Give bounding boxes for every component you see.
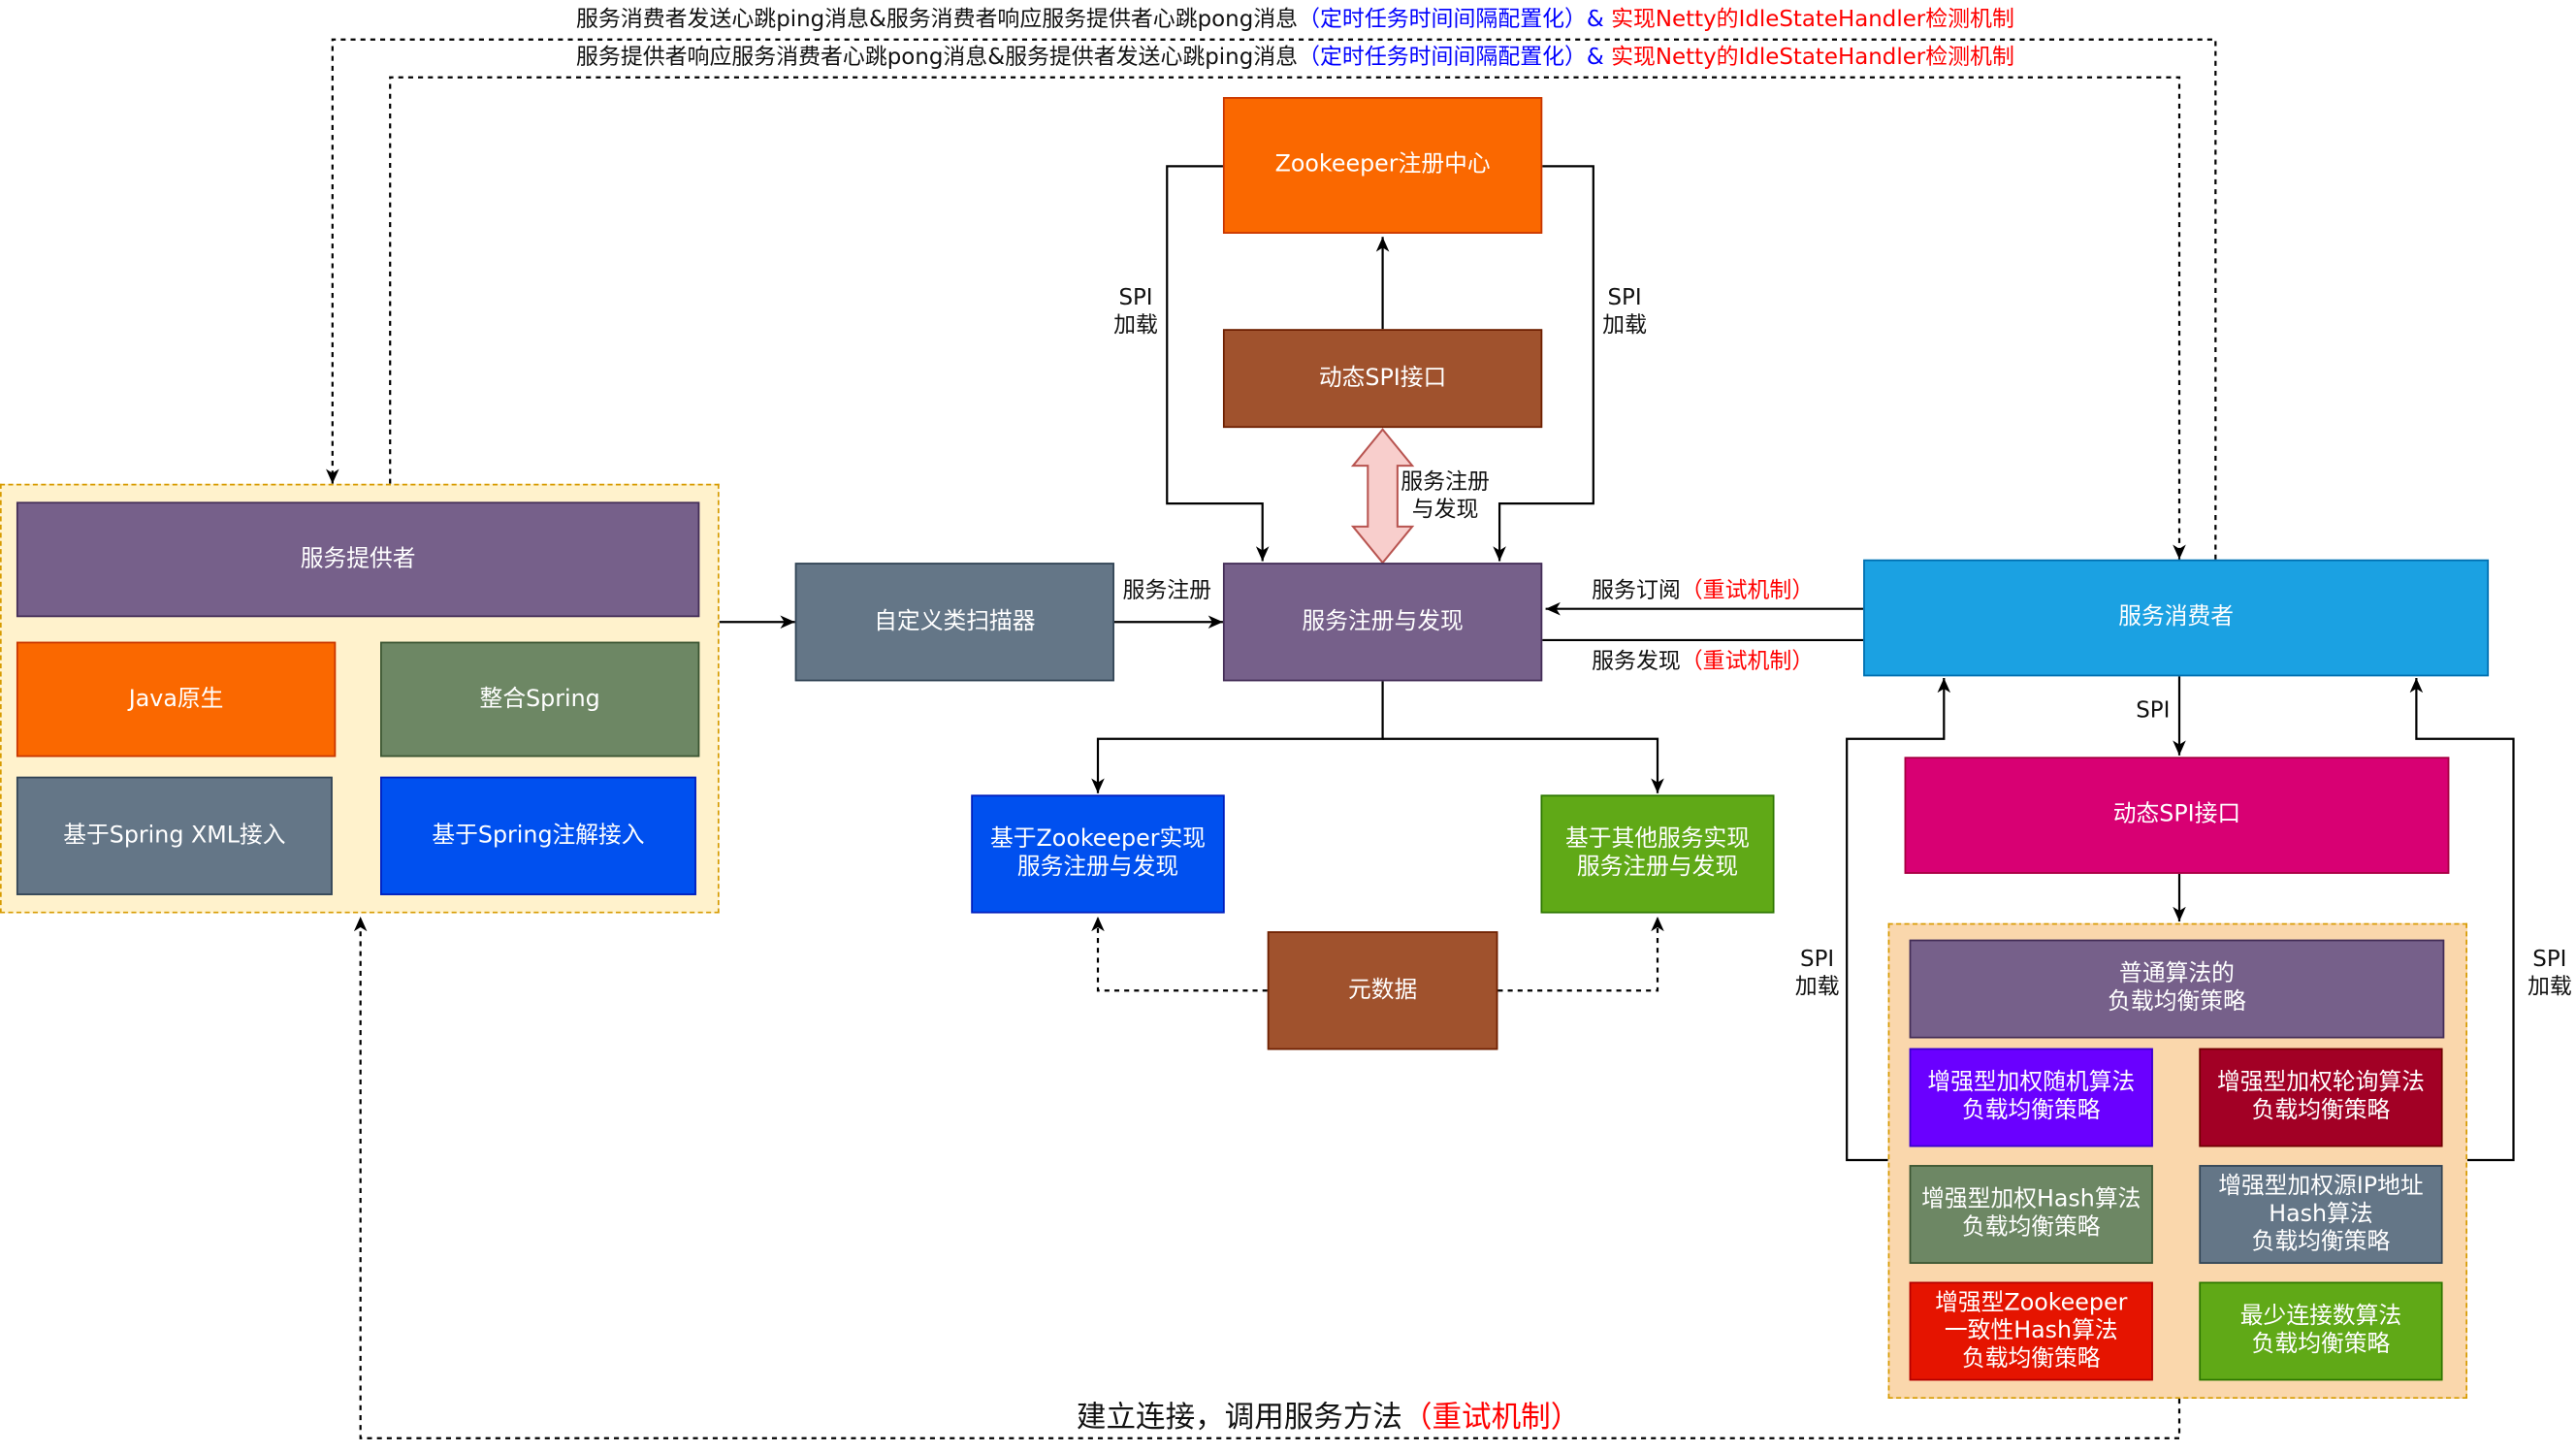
spring-xml-node: 基于Spring XML接入: [16, 776, 333, 895]
lb-spi-load-right-label: SPI 加载: [2527, 946, 2572, 1001]
spi-load-right-arrow: [1493, 165, 1594, 562]
lb-zookeeper-consistent-hash-node: 增强型Zookeeper 一致性Hash算法 负载均衡策略: [1909, 1281, 2153, 1381]
class-scanner-node: 自定义类扫描器: [794, 563, 1114, 682]
discover-retry: （重试机制）: [1680, 648, 1815, 675]
heartbeat-config-2: （定时任务时间间隔配置化）: [1298, 44, 1587, 71]
heartbeat-line-1: [326, 38, 2217, 560]
discover-text: 服务发现: [1592, 648, 1681, 675]
metadata-left-arrow: [1091, 916, 1268, 992]
spi-load-right-label: SPI 加载: [1602, 284, 1647, 339]
registry-discovery-node: 服务注册与发现: [1222, 563, 1543, 682]
service-consumer-node: 服务消费者: [1863, 559, 2490, 677]
reg-discovery-label: 服务注册 与发现: [1401, 468, 1490, 524]
metadata-node: 元数据: [1267, 931, 1498, 1050]
heartbeat-netty-1: 实现Netty的IdleStateHandler检测机制: [1611, 6, 2014, 33]
register-label: 服务注册: [1122, 577, 1212, 604]
spi-load-left-label: SPI 加载: [1113, 284, 1158, 339]
spi-load-left-arrow: [1166, 165, 1270, 562]
subscribe-retry: （重试机制）: [1680, 577, 1815, 604]
lb-weighted-hash-node: 增强型加权Hash算法 负载均衡策略: [1909, 1165, 2153, 1264]
connection-label: 建立连接，调用服务方法（重试机制）: [1073, 1400, 1584, 1437]
lb-least-connections-node: 最少连接数算法 负载均衡策略: [2199, 1281, 2443, 1381]
connection-retry: （重试机制）: [1401, 1400, 1581, 1436]
spring-annotation-node: 基于Spring注解接入: [380, 776, 696, 895]
subscribe-label: 服务订阅（重试机制）: [1592, 577, 1814, 605]
subscribe-text: 服务订阅: [1592, 577, 1681, 604]
heartbeat-config-1: （定时任务时间间隔配置化）: [1298, 6, 1587, 33]
zookeeper-registry-node: Zookeeper注册中心: [1222, 97, 1543, 234]
registry-branch-arrows: [1091, 681, 1384, 793]
heartbeat-label-1: 服务消费者发送心跳ping消息&服务消费者响应服务提供者心跳pong消息（定时任…: [576, 7, 2014, 35]
spi-label: SPI: [2136, 697, 2171, 725]
spring-integration-node: 整合Spring: [380, 641, 700, 758]
dynamic-spi-right-node: 动态SPI接口: [1904, 757, 2450, 874]
connection-text: 建立连接，调用服务方法: [1076, 1400, 1402, 1436]
connection-arrow: [353, 916, 2181, 1439]
discover-label: 服务发现（重试机制）: [1592, 648, 1814, 676]
java-native-node: Java原生: [16, 641, 337, 758]
lb-spi-load-left-arrow: [1846, 677, 1951, 1162]
lb-weighted-random-node: 增强型加权随机算法 负载均衡策略: [1909, 1048, 2153, 1147]
heartbeat-text-2: 服务提供者响应服务消费者心跳pong消息&服务提供者发送心跳ping消息: [575, 44, 1299, 71]
lb-spi-load-left-label: SPI 加载: [1794, 946, 1840, 1001]
service-provider-node: 服务提供者: [16, 501, 700, 618]
dynamic-spi-top-node: 动态SPI接口: [1222, 329, 1543, 429]
heartbeat-label-2: 服务提供者响应服务消费者心跳pong消息&服务提供者发送心跳ping消息（定时任…: [576, 45, 2014, 73]
metadata-right-arrow: [1497, 916, 1664, 992]
lb-weighted-round-robin-node: 增强型加权轮询算法 负载均衡策略: [2199, 1048, 2443, 1147]
heartbeat-netty-2: 实现Netty的IdleStateHandler检测机制: [1611, 44, 2014, 71]
heartbeat-amp-2: &: [1586, 44, 1612, 71]
lb-plain-node: 普通算法的 负载均衡策略: [1909, 939, 2445, 1039]
registry-branch-arrows-2: [1382, 737, 1664, 793]
other-impl-node: 基于其他服务实现 服务注册与发现: [1540, 794, 1775, 914]
heartbeat-amp-1: &: [1586, 6, 1612, 33]
heartbeat-text-1: 服务消费者发送心跳ping消息&服务消费者响应服务提供者心跳pong消息: [575, 6, 1299, 33]
lb-spi-load-right-arrow: [2409, 677, 2515, 1162]
zookeeper-impl-node: 基于Zookeeper实现 服务注册与发现: [971, 794, 1225, 914]
lb-weighted-ip-hash-node: 增强型加权源IP地址 Hash算法 负载均衡策略: [2199, 1165, 2443, 1264]
